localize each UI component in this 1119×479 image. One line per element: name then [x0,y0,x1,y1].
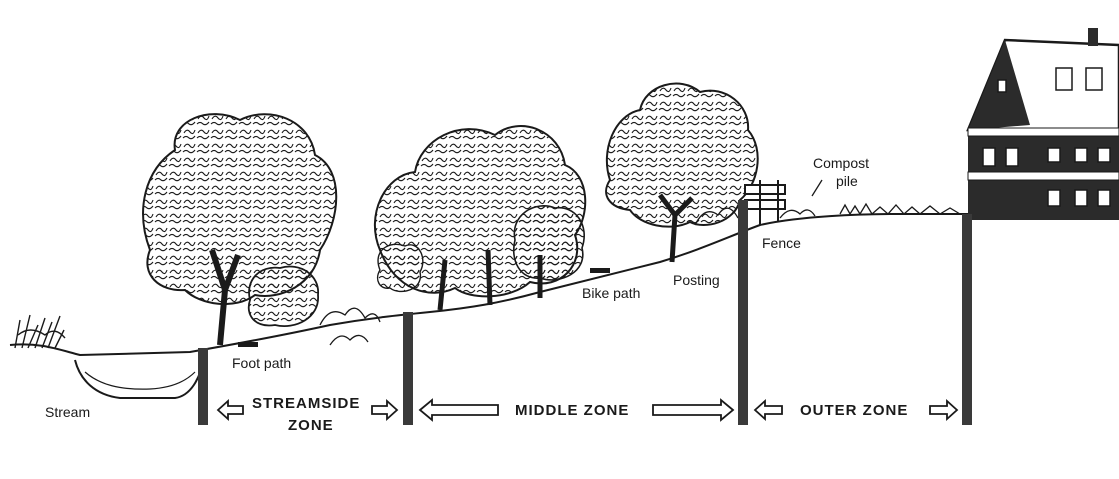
compost-leader [812,180,822,196]
streamside-zone-label-line2: ZONE [288,417,334,434]
fence-label: Fence [762,235,801,251]
middle-zone-label: MIDDLE ZONE [515,402,629,419]
streamside-zone-label: STREAMSIDE [252,395,360,412]
boundary-post-streamside [198,348,208,425]
outer-right-arrow [930,401,957,419]
boundary-post-middle [403,312,413,425]
streamside-right-arrow [372,401,397,419]
foot-path-label: Foot path [232,355,291,371]
house [968,28,1119,220]
boundary-post-posting [738,200,748,425]
foot-path-marker [238,342,258,347]
stream-label: Stream [45,404,90,420]
compost-pile [840,204,960,214]
middle-right-arrow [653,400,733,420]
middle-zone-trees [375,126,585,310]
bike-path-marker [590,268,610,273]
streambank-grass [15,315,65,348]
middle-left-arrow [420,400,498,420]
streamside-left-arrow [218,401,243,419]
streamside-tree [143,114,336,345]
posting-label: Posting [673,272,720,288]
fence [745,180,785,225]
bike-path-label: Bike path [582,285,640,301]
boundary-post-outer [962,214,972,425]
compost-pile-label: pile [836,173,858,189]
outer-left-arrow [755,401,782,419]
stream-channel [75,355,205,398]
compost-label: Compost [813,155,869,171]
outer-zone-label: OUTER ZONE [800,402,908,419]
